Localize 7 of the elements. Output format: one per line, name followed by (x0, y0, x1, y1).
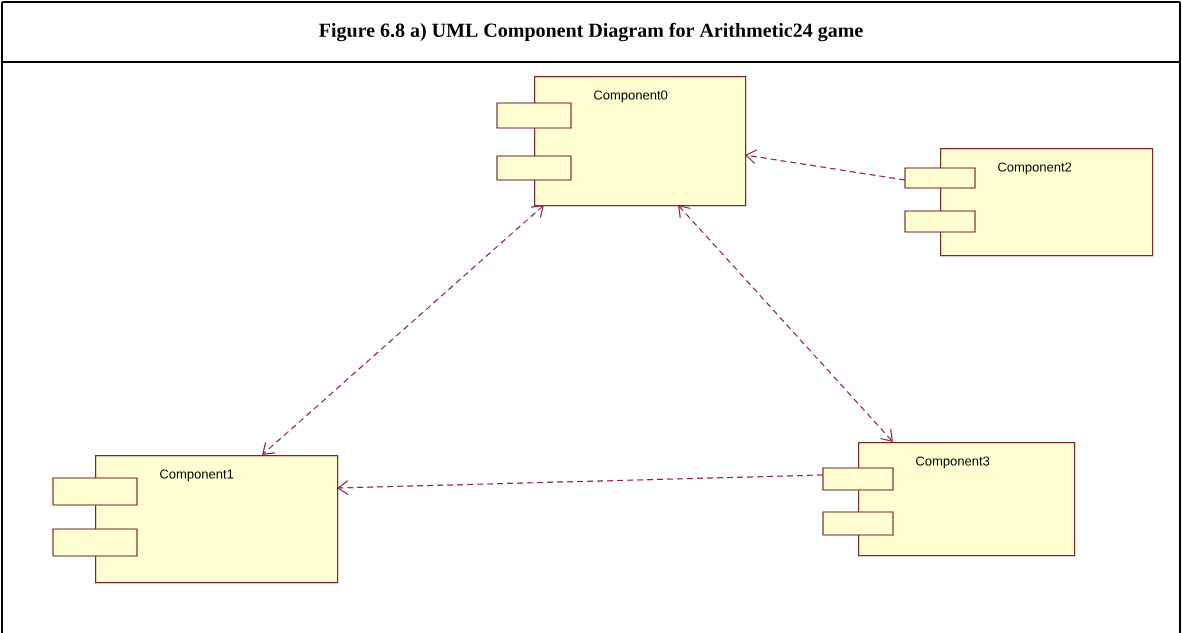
component-box: Component0 (496, 76, 747, 207)
component-box: Component3 (822, 442, 1076, 557)
dependency-arrow (678, 205, 893, 442)
component-box: Component1 (52, 455, 339, 584)
dependency-arrow (262, 205, 544, 455)
figure-title: Figure 6.8 a) UML Component Diagram for Arithmetic24 game (319, 22, 863, 42)
component-box: Component2 (904, 148, 1154, 257)
